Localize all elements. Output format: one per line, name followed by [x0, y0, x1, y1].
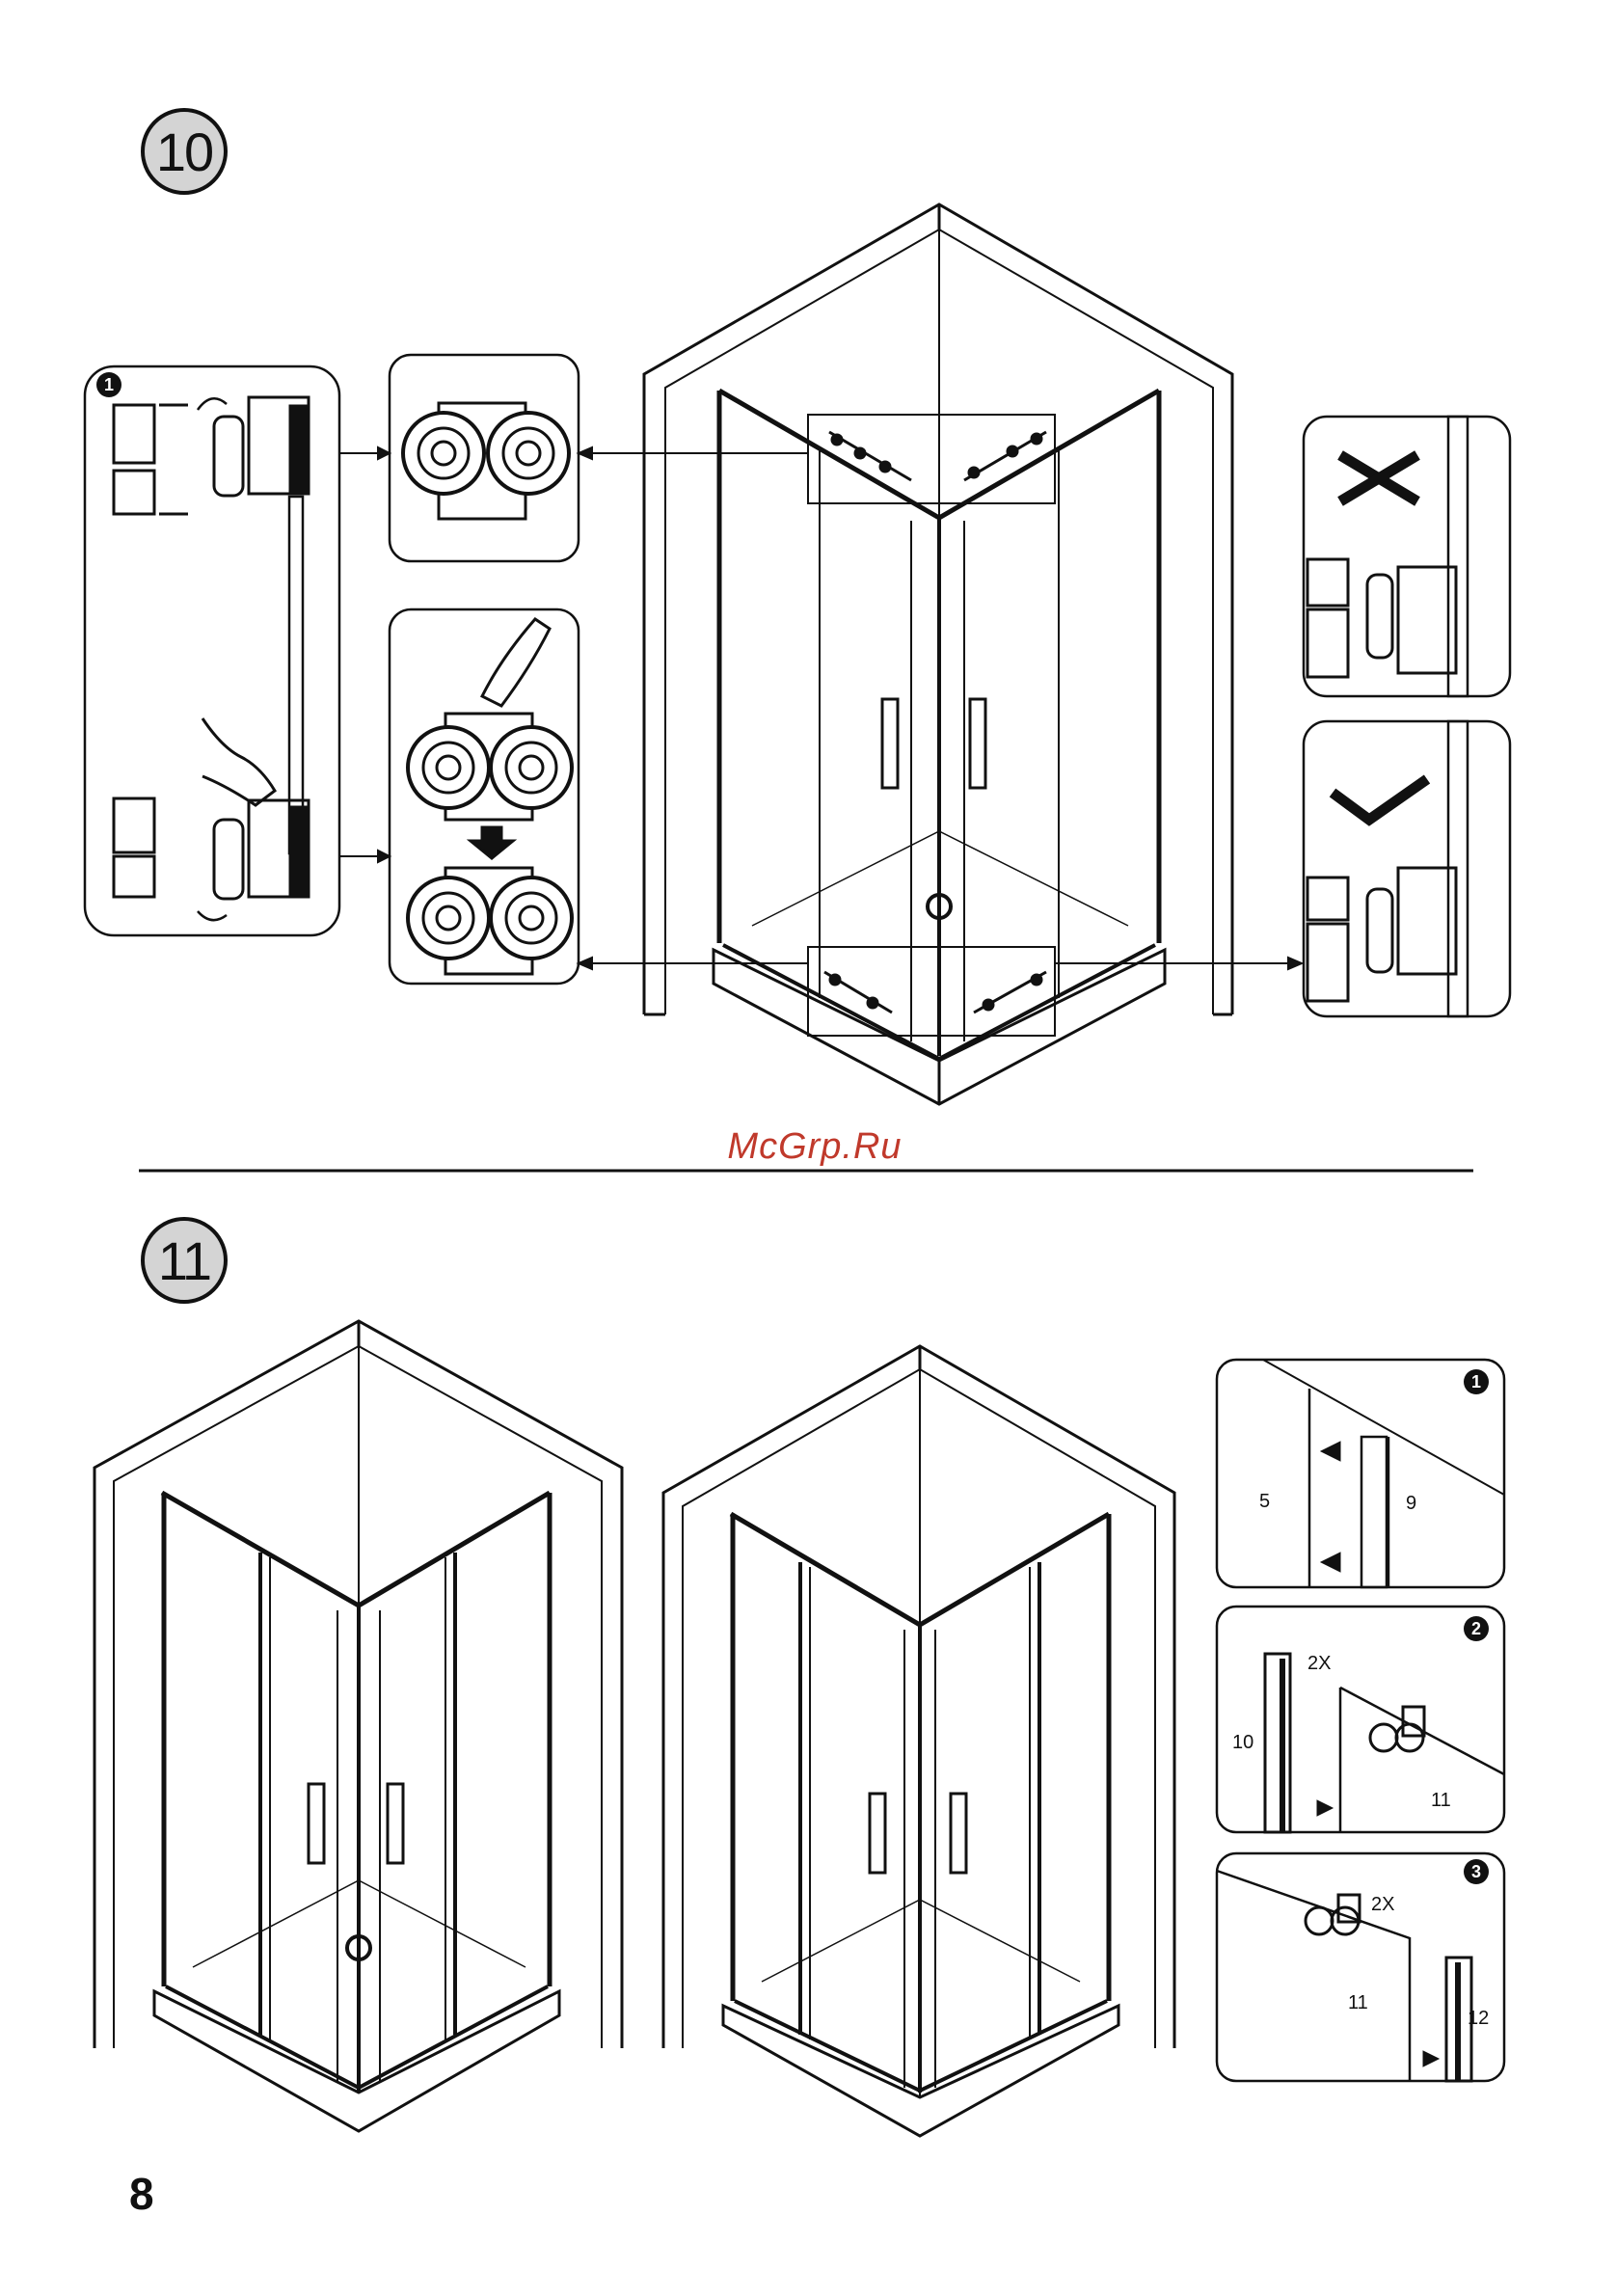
step10-correct-panel [1304, 721, 1510, 1016]
part-label-11b: 11 [1348, 1992, 1368, 2014]
step11-detail-3-badge: 3 [1464, 1859, 1489, 1884]
part-label-10: 10 [1232, 1732, 1253, 1754]
part-label-9: 9 [1406, 1493, 1416, 1515]
qty-label-detail-2: 2X [1307, 1653, 1331, 1675]
step11-detail-2-badge: 2 [1464, 1616, 1489, 1641]
step-number-11-label: 11 [158, 1229, 210, 1292]
step-number-10: 10 [141, 108, 228, 195]
step11-detail-2 [1217, 1607, 1504, 1832]
cross-icon [1340, 455, 1417, 501]
step10-detail-panel-left [85, 366, 339, 935]
step11-detail-1-badge: 1 [1464, 1369, 1489, 1394]
page-number: 8 [129, 2168, 154, 2220]
step10-roller-panel-top [390, 355, 579, 561]
step-number-11: 11 [141, 1217, 228, 1304]
step-number-10-label: 10 [156, 121, 212, 183]
check-icon [1333, 779, 1427, 820]
step11-shower-right [663, 1346, 1174, 2136]
watermark: McGrp.Ru [714, 1126, 916, 1168]
step10-roller-panel-bottom [390, 609, 579, 984]
step11-detail-1 [1217, 1360, 1504, 1587]
step11-detail-3 [1217, 1853, 1504, 2081]
part-label-11a: 11 [1431, 1790, 1451, 1812]
part-label-5: 5 [1259, 1491, 1270, 1513]
step10-shower-enclosure [644, 204, 1232, 1104]
step10-sub-badge: 1 [96, 372, 121, 397]
step11-shower-left [94, 1321, 622, 2131]
part-label-12: 12 [1468, 2008, 1489, 2030]
step10-wrong-panel [1304, 417, 1510, 696]
qty-label-detail-3: 2X [1371, 1894, 1394, 1916]
